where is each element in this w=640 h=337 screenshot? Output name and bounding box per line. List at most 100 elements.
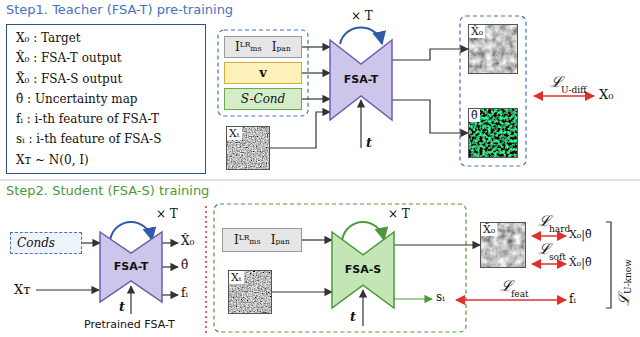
student-network: FSA-S	[332, 232, 394, 308]
node-text: FSA-S	[345, 263, 381, 276]
hourglass-outline	[330, 40, 392, 120]
math-label: ℒ	[538, 213, 550, 230]
feature-arrow	[394, 298, 432, 299]
math-label: θ̂	[181, 259, 188, 273]
connector	[302, 98, 330, 99]
connector	[82, 242, 100, 243]
node-text: fᵢ : i-th feature of FSA-T	[16, 112, 159, 126]
node-text: FSA-T	[344, 73, 378, 86]
node-text: X̃₀ : FSA-S output	[16, 72, 122, 86]
input-box: Iᴸᴿₘₛ Iₚₐₙ	[224, 36, 302, 58]
node-text: sᵢ : i-th feature of FSA-S	[16, 132, 161, 146]
math-label: × T	[156, 208, 178, 222]
node-text: S-Cond	[241, 92, 286, 106]
math-label: X̂₀|θ̂	[569, 257, 592, 270]
node-text: X̂₀	[469, 25, 485, 38]
step-divider	[0, 180, 640, 181]
node-text: Conds	[17, 236, 55, 250]
time-arrow	[362, 290, 363, 326]
math-label: Xᴛ	[14, 283, 30, 298]
step-heading: Pretrained FSA-T	[84, 319, 175, 332]
uncertainty-image	[468, 108, 518, 158]
math-label: fᵢ	[569, 293, 576, 307]
math-label: ℒ	[550, 74, 562, 91]
math-label: fᵢ	[181, 287, 188, 301]
math-label: ℒ	[538, 241, 550, 258]
math-label: X₀	[599, 88, 613, 103]
teacher-network: FSA-T	[330, 40, 392, 120]
math-label: U-diff	[561, 85, 587, 95]
math-label: hard	[549, 224, 570, 234]
node-text: X̂₀ : FSA-T output	[16, 51, 122, 65]
time-arrow	[360, 100, 361, 148]
noise-image-box: Xₜ	[226, 126, 270, 170]
noise-image	[226, 126, 270, 170]
output-arrow	[162, 266, 178, 267]
node-text: Iᴸᴿₘₛ	[234, 233, 261, 247]
output-image	[480, 222, 526, 268]
input-arrow	[36, 289, 99, 290]
connector	[302, 239, 332, 240]
student-group-box	[214, 204, 466, 332]
loop-arrow	[110, 222, 152, 240]
math-label: feat	[511, 289, 529, 299]
node-text: v	[259, 65, 267, 81]
math-label: t	[366, 136, 372, 151]
noise-image	[228, 270, 272, 314]
output-arrow	[162, 294, 178, 295]
node-text: Xₜ	[229, 271, 244, 284]
connector	[394, 244, 480, 245]
step-heading: Step1. Teacher (FSA-T) pre-training	[6, 3, 233, 18]
loss-arrow	[456, 299, 566, 301]
connector	[302, 72, 330, 73]
step-heading: Step2. Student (FSA-S) training	[6, 184, 209, 199]
condition-box: S-Cond	[224, 88, 302, 110]
loss-arrow	[532, 235, 566, 237]
input-box: v	[224, 62, 302, 84]
loop-arrow	[340, 28, 382, 45]
connector	[302, 46, 330, 47]
loss-arrow	[532, 263, 566, 265]
output-group-box	[460, 16, 526, 166]
loss-arrow	[534, 95, 594, 97]
connector	[272, 291, 332, 292]
hourglass-outline	[332, 232, 394, 308]
input-group-box	[218, 30, 308, 116]
bracket	[606, 222, 611, 308]
time-arrow	[130, 286, 131, 314]
math-label: ℒ	[500, 278, 512, 295]
connector	[392, 100, 468, 133]
math-label: soft	[549, 252, 566, 262]
uncertainty-image-box: θ̂	[468, 108, 518, 158]
math-label: U-know	[623, 259, 633, 294]
output-image-box: X̃₀	[480, 222, 526, 268]
loop-arrow	[342, 222, 384, 240]
connector	[392, 49, 468, 60]
math-label: X̂₀	[181, 235, 194, 249]
teacher-network: FSA-T	[100, 232, 162, 302]
math-label: t	[350, 310, 356, 325]
node-text: θ̂	[469, 109, 480, 122]
input-box: Iᴸᴿₘₛ Iₚₐₙ	[222, 228, 302, 252]
output-arrow	[162, 242, 178, 243]
condition-box: Conds	[10, 232, 82, 254]
output-image	[468, 24, 518, 74]
math-label: × T	[388, 208, 410, 222]
noise-image-box: Xₜ	[228, 270, 272, 314]
node-text: Iₚₐₙ	[271, 233, 290, 247]
math-label: X₀|θ̂	[569, 229, 592, 242]
separator-line	[205, 206, 207, 334]
math-label: ℒ	[616, 294, 633, 306]
output-image-box: X̂₀	[468, 24, 518, 74]
node-text: Iᴸᴿₘₛ	[235, 40, 262, 54]
math-label: × T	[351, 10, 373, 24]
node-text: X₀ : Target	[16, 31, 81, 45]
math-label: sᵢ	[436, 291, 445, 305]
math-label: t	[119, 300, 125, 315]
node-text: Xᴛ ~ N(0, I)	[16, 153, 89, 167]
node-text: Iₚₐₙ	[272, 40, 291, 54]
hourglass-outline	[100, 232, 162, 302]
node-text: Xₜ	[227, 127, 242, 140]
node-text: X̃₀	[481, 223, 497, 236]
